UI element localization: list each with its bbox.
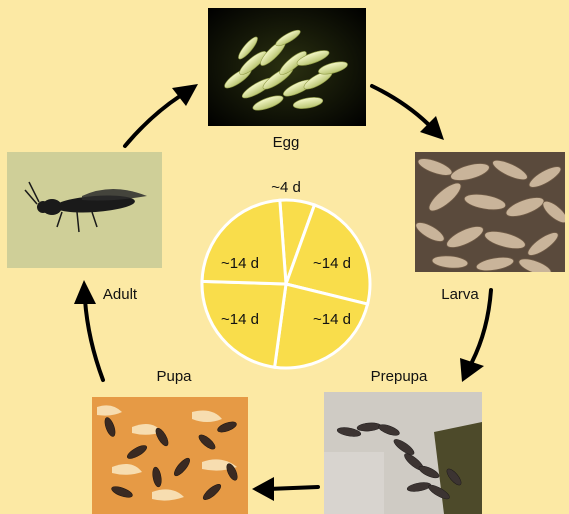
pie-label-3: ~14 d [221,311,259,328]
pie-label-0: ~4 d [271,179,301,196]
pie-label-1: ~14 d [313,255,351,272]
pie-label-2: ~14 d [313,311,351,328]
pie-label-4: ~14 d [221,255,259,272]
